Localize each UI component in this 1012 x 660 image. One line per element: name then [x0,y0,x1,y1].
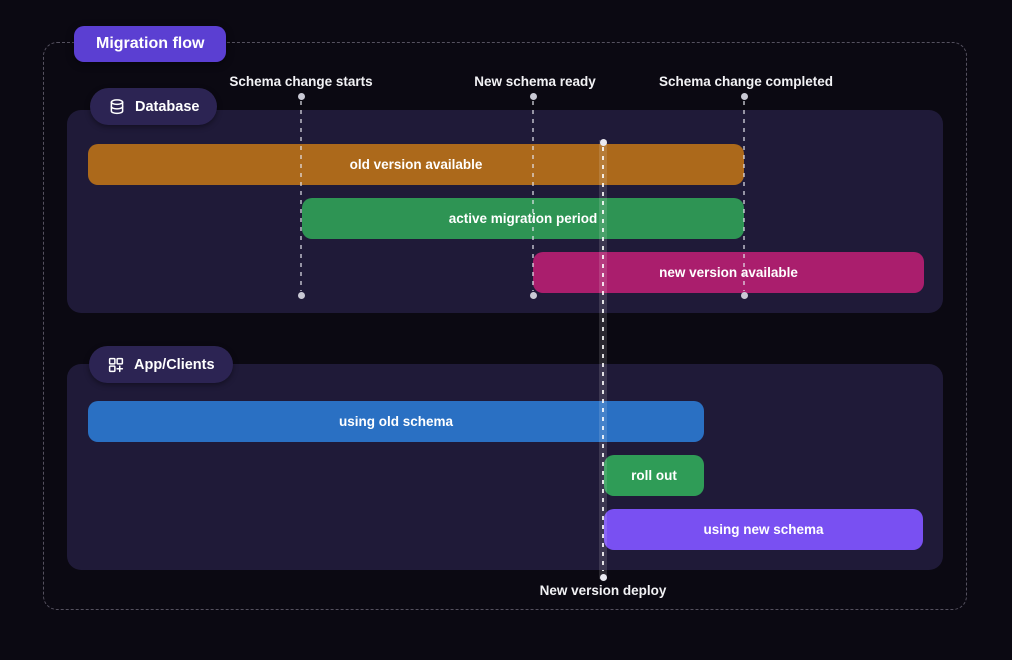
bar-label: using old schema [338,414,454,429]
apps-icon [107,356,125,374]
bar-new-version-available: new version available [533,252,924,293]
milestone-dot-top [740,92,748,100]
milestone-dot-top [297,92,305,100]
diagram-title: Migration flow [96,35,205,52]
lane-badge-label: Database [135,98,200,115]
milestone-dot-bottom [529,291,537,299]
milestone-dot-bottom [740,291,748,299]
milestone-label-new-schema-ready: New schema ready [474,74,596,89]
bar-label: roll out [631,468,677,483]
milestone-label-schema-change-starts: Schema change starts [229,74,373,89]
bar-using-new-schema: using new schema [604,509,923,550]
bar-label: new version available [659,265,798,280]
lane-badge-app-clients: App/Clients [89,346,233,383]
deploy-line [602,147,604,571]
database-icon [108,98,126,116]
lane-badge-database: Database [90,88,218,125]
milestone-line-schema-change-completed [743,101,745,291]
milestone-line-schema-change-starts [300,101,302,291]
bar-old-version-available: old version available [88,144,744,185]
diagram-title-badge: Migration flow [74,26,227,62]
milestone-label-new-version-deploy: New version deploy [539,583,667,598]
bar-label: old version available [349,157,483,172]
milestone-dot-bottom [297,291,305,299]
milestone-dot-top [529,92,537,100]
bar-roll-out: roll out [604,455,704,496]
deploy-dot-bottom [599,573,607,581]
lane-badge-label: App/Clients [134,356,215,373]
bar-label: using new schema [703,522,824,537]
bar-active-migration-period: active migration period [302,198,744,239]
bar-label: active migration period [448,211,598,226]
bar-using-old-schema: using old schema [88,401,704,442]
deploy-dot-top [599,138,607,146]
milestone-label-schema-change-completed: Schema change completed [658,74,834,89]
milestone-line-new-schema-ready [532,101,534,291]
diagram-boundary [43,42,967,610]
